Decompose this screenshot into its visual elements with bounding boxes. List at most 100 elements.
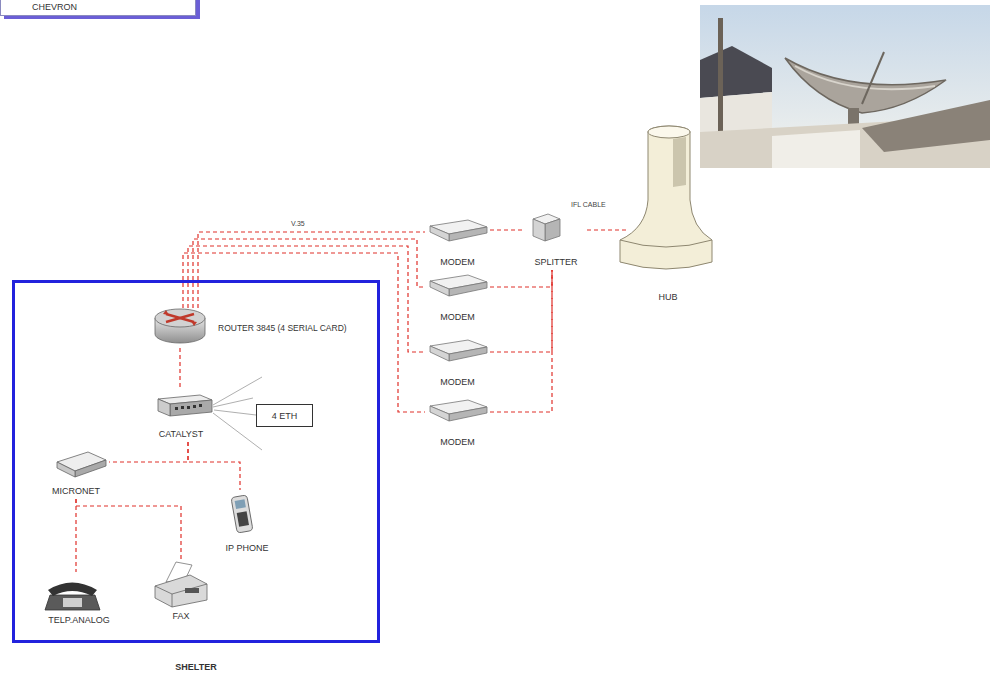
fan-line	[213, 377, 262, 450]
link-line	[214, 410, 256, 415]
analog-phone-icon	[48, 583, 97, 597]
analog-phone-icon	[45, 595, 100, 610]
switch-icon	[181, 406, 184, 409]
link-label: IFL CABLE	[570, 201, 607, 209]
node-label: MODEM	[440, 257, 475, 268]
dashed-link	[179, 348, 180, 388]
node-label: MODEM	[440, 437, 475, 448]
dashed-link	[76, 499, 181, 560]
site-photo	[772, 130, 860, 168]
dashed-link	[490, 229, 525, 230]
analog-phone-icon	[63, 598, 82, 607]
analog-phone-icon	[45, 583, 100, 611]
router-icon	[163, 310, 197, 326]
node-label: TELP.ANALOG	[48, 615, 109, 626]
fan-line	[213, 377, 262, 405]
micronet-node: MICRONET	[43, 447, 109, 499]
hub-tower	[620, 240, 712, 247]
site-photo	[862, 100, 990, 152]
node-label: IP PHONE	[226, 543, 269, 554]
site-photo	[700, 5, 990, 168]
dashed-link	[587, 229, 628, 230]
switch-icon	[175, 407, 178, 410]
ip-phone-icon	[231, 495, 253, 533]
site-photo	[700, 5, 990, 168]
node-label: 4 ETH	[272, 410, 298, 421]
router-icon	[155, 309, 205, 327]
shelter-region: SHELTERROUTER 3845 (4 SERIAL CARD)CATALY…	[12, 280, 380, 643]
fan-line	[213, 398, 253, 407]
router-icon	[166, 314, 194, 322]
micronet-icon	[57, 462, 75, 477]
port-box: 4 ETH	[256, 404, 313, 427]
modem-icon	[430, 220, 487, 421]
site-photo	[700, 46, 772, 98]
dashed-link	[75, 499, 76, 572]
modem-node: MODEM	[425, 395, 490, 450]
switch-icon	[193, 405, 196, 408]
link-label: V.35	[290, 220, 306, 228]
fax-node: FAX	[150, 560, 212, 624]
node-label: FAX	[172, 611, 189, 622]
router-node: ROUTER 3845 (4 SERIAL CARD)	[152, 308, 362, 348]
hub-node: HUB	[628, 115, 708, 305]
micronet-icon	[75, 460, 106, 477]
node-label: CHEVRON	[32, 2, 77, 13]
node-label: SHELTER	[175, 662, 216, 673]
site-photo	[700, 92, 772, 134]
node-label: SPLITTER	[534, 257, 577, 268]
dashed-link	[183, 253, 425, 412]
fax-icon	[172, 594, 173, 607]
dashed-link	[490, 270, 552, 412]
switch-icon	[187, 406, 190, 409]
analog-phone-node: TELP.ANALOG	[33, 572, 125, 628]
dashed-link	[193, 239, 425, 308]
modem-icon	[430, 275, 487, 296]
hub-tower	[620, 126, 712, 269]
splitter-node: SPLITTER	[525, 208, 587, 270]
node-label: MICRONET	[52, 486, 100, 497]
ip-phone-icon	[235, 499, 246, 509]
node-label: CATALYST	[159, 429, 204, 440]
hub-tower	[620, 126, 712, 269]
site-photo	[785, 58, 946, 113]
ip-phone-node: IP PHONE	[215, 490, 279, 556]
splitter-icon	[533, 219, 545, 241]
dashed-link	[109, 442, 188, 462]
micronet-icon	[57, 452, 106, 477]
dashed-link	[490, 270, 552, 287]
dashed-link	[188, 442, 240, 490]
hub-tower	[673, 137, 686, 187]
modem-icon	[430, 400, 487, 421]
fax-icon	[155, 562, 207, 607]
splitter-icon	[533, 214, 560, 241]
fan-line	[213, 413, 262, 450]
router-icon	[166, 314, 194, 322]
site-photo	[862, 52, 884, 104]
dashed-link	[188, 246, 425, 352]
modem-icon	[430, 340, 487, 361]
site-photo	[795, 66, 935, 89]
node-label: HUB	[658, 292, 677, 303]
node-label: MODEM	[440, 377, 475, 388]
switch-icon	[199, 404, 202, 407]
ip-phone-icon	[231, 495, 253, 533]
modem-node: MODEM	[425, 335, 490, 390]
splitter-icon	[545, 219, 560, 241]
ip-phone-icon	[231, 495, 253, 533]
fax-icon	[185, 588, 199, 593]
dashed-link	[490, 270, 552, 352]
node-label: MODEM	[440, 312, 475, 323]
switch-icon	[158, 395, 212, 416]
switch-icon	[158, 399, 170, 416]
modem-node: MODEM	[425, 270, 490, 325]
modem-node: MODEM	[425, 215, 490, 270]
hub-tower	[648, 126, 690, 138]
title-tab: CHEVRON	[0, 0, 196, 16]
dashed-link	[198, 232, 425, 308]
switch-node: CATALYST	[148, 388, 214, 442]
switch-icon	[170, 400, 212, 416]
